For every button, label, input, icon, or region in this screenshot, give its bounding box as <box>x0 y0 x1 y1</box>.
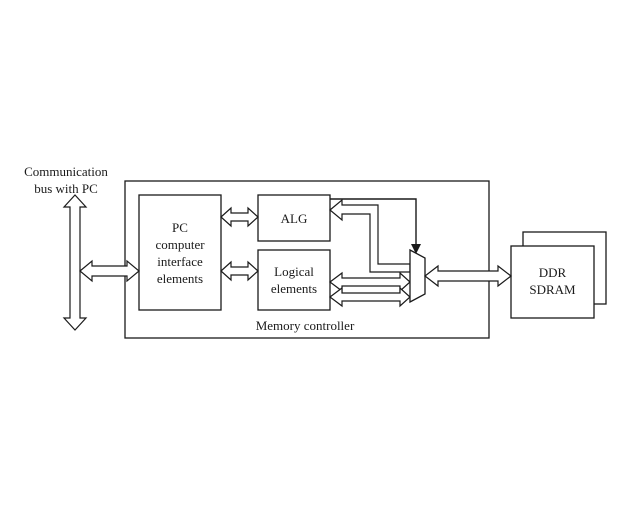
logical-elements-box <box>257 249 331 311</box>
mux-ddr-arrow <box>424 264 512 288</box>
alg-control-arrowhead <box>411 244 421 254</box>
alg-box <box>257 194 331 242</box>
pc-label-line3: interface <box>157 254 203 269</box>
pc-label-line4: elements <box>156 271 204 286</box>
bus-label-line1: Communication <box>24 164 108 179</box>
bus-label: Communication bus with PC <box>10 163 122 197</box>
memory-controller-label: Memory controller <box>255 318 355 333</box>
bus-label-line2: bus with PC <box>34 181 98 196</box>
alg-control-line <box>330 198 417 246</box>
logic-label-line1: Logical <box>274 264 314 279</box>
pc-interface-box <box>138 194 222 311</box>
ddr-front-box <box>510 245 595 319</box>
communication-bus-arrow <box>62 194 88 331</box>
ddr-sdram-label: DDR SDRAM <box>511 264 594 298</box>
bus-to-pc-arrow <box>79 259 140 283</box>
pc-interface-label: PC computer interface elements <box>139 219 221 287</box>
ddr-label-line2: SDRAM <box>529 282 576 297</box>
alg-label: ALG <box>280 211 308 226</box>
pc-logic-arrow <box>220 260 259 282</box>
pc-label-line2: computer <box>155 237 205 252</box>
pc-alg-arrow <box>220 206 259 228</box>
logic-label-line2: elements <box>270 281 318 296</box>
multiplexer <box>409 248 426 304</box>
ddr-label-line1: DDR <box>538 265 567 280</box>
logical-elements-label: Logical elements <box>258 263 330 297</box>
pc-label-line1: PC <box>172 220 188 235</box>
